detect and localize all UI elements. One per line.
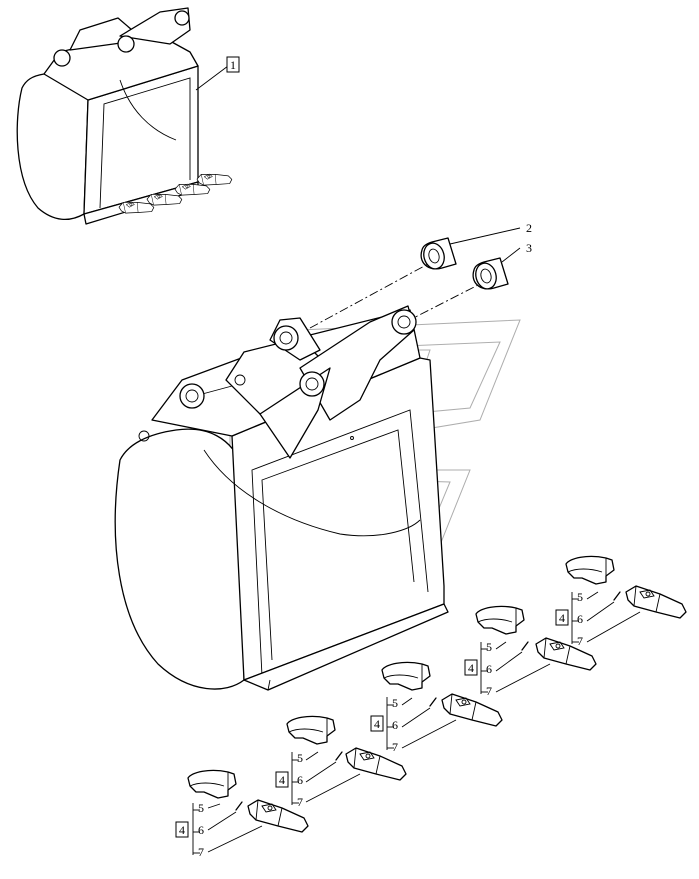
callout-4-label: 4 [279,773,285,787]
callout-7-label: 7 [486,684,492,698]
tooth-group-3: 4 5 6 7 [370,661,503,754]
callout-5-label: 5 [577,590,583,604]
callout-1-label: 1 [230,58,236,72]
leader-2 [449,227,521,245]
callout-4-label: 4 [179,823,185,837]
assembly-line-2 [309,263,429,329]
callout-4-label: 4 [374,717,380,731]
callout-7-label: 7 [198,845,204,859]
callout-6-label: 6 [297,773,303,787]
callout-6-label: 6 [198,823,204,837]
leader-3 [501,247,521,263]
callout-7-label: 7 [577,634,583,648]
tooth-group-5: 4 5 6 7 [555,555,687,648]
callout-4-box [175,821,189,838]
bucket-overview [16,7,234,225]
bushing-2 [420,237,457,270]
callout-6-label: 6 [392,718,398,732]
tooth-group-1: 4 5 6 7 [175,769,309,859]
callout-5-label: 5 [392,696,398,710]
callout-4-label: 4 [559,611,565,625]
callout-7-label: 7 [392,740,398,754]
tooth-group-4: 4 5 6 7 [464,605,597,698]
callout-5-label: 5 [486,640,492,654]
tooth-group-2: 4 5 6 7 [275,715,407,809]
callout-5-label: 5 [297,751,303,765]
bushing-3 [472,257,509,290]
callout-6-label: 6 [577,612,583,626]
callout-5-label: 5 [198,801,204,815]
callout-7-label: 7 [297,795,303,809]
callout-2-label: 2 [526,221,532,235]
callout-1: 1 [226,56,240,73]
callout-3-label: 3 [526,241,532,255]
callout-6-label: 6 [486,662,492,676]
callout-4-label: 4 [468,661,474,675]
bucket-main [114,305,449,691]
